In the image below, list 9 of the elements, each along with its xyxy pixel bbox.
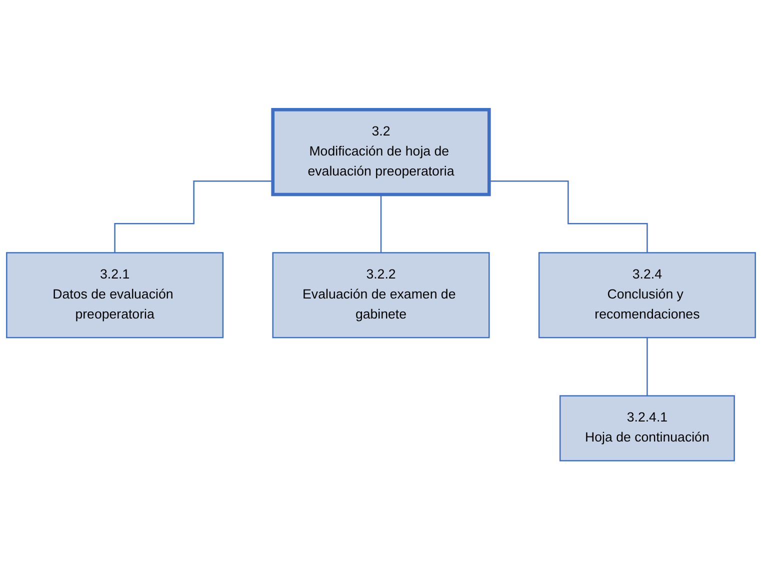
- node-box: 3.2.4 Conclusión y recomendaciones: [538, 252, 756, 339]
- node-box: 3.2.4.1 Hoja de continuación: [559, 396, 735, 462]
- connector: [114, 180, 273, 254]
- connector: [380, 194, 382, 254]
- node-box: 3.2.1 Datos de evaluación preoperatoria: [6, 252, 224, 339]
- connector: [489, 180, 648, 254]
- node-box: 3.2 Modificación de hoja de evaluación preoperatoria: [271, 108, 491, 196]
- connector: [646, 337, 648, 397]
- node-box: 3.2.2 Evaluación de examen de gabinete: [272, 252, 490, 339]
